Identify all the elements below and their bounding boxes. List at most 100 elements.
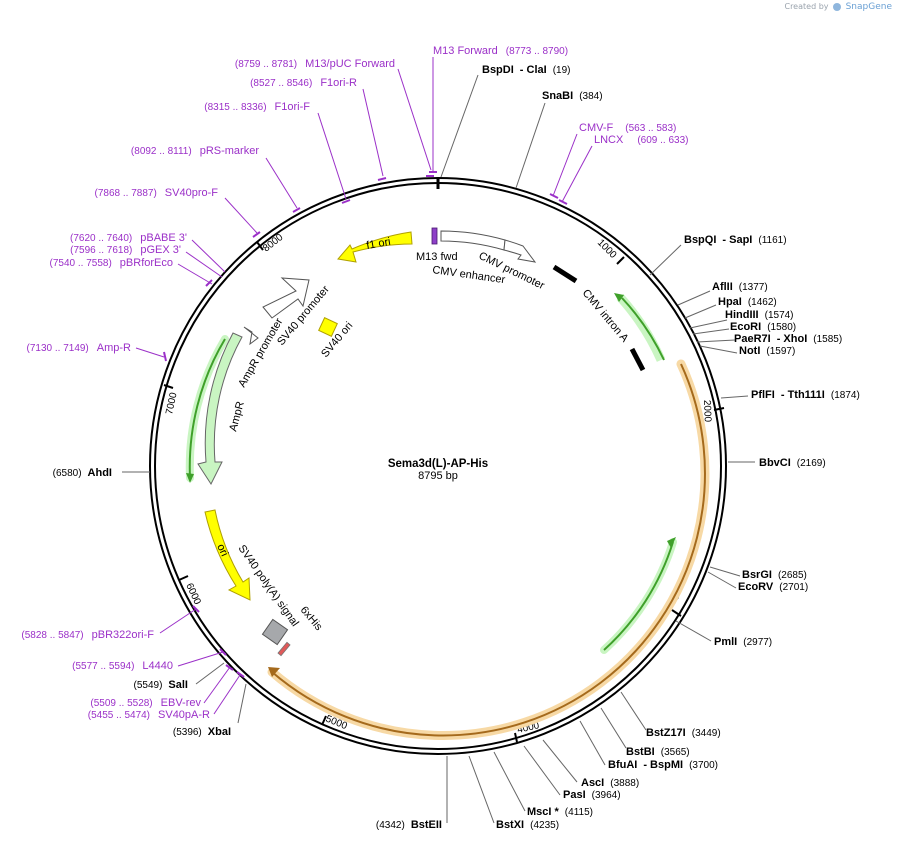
primer-pbrforeco[interactable]: (7540 .. 7558)pBRforEco xyxy=(50,257,173,269)
ruler-label-2000: 2000 xyxy=(701,400,713,423)
enzyme-bspqi[interactable]: BspQI- SapI(1161) xyxy=(684,234,787,246)
feature-label-his6: 6xHis xyxy=(298,604,325,633)
sv40-promoter-arrow xyxy=(262,277,310,319)
orf-inner-green-band xyxy=(600,538,677,654)
primer-lncx[interactable]: LNCX(609 .. 633) xyxy=(594,134,689,146)
enzyme-labels: BspDI- ClaI(19) SnaBI(384) BspQI- SapI(1… xyxy=(53,64,860,831)
leader-msci xyxy=(493,751,526,812)
primer-amp-r[interactable]: (7130 .. 7149)Amp-R xyxy=(27,342,132,354)
enzyme-bbvci[interactable]: BbvCI(2169) xyxy=(759,457,826,469)
primer-pbabe3[interactable]: (7620 .. 7640)pBABE 3' xyxy=(70,232,187,244)
orf-inner-green-head xyxy=(667,537,676,548)
primer-mark-sv40pa-r xyxy=(236,671,245,678)
leader-pmli xyxy=(675,620,712,642)
plasmid-length: 8795 bp xyxy=(418,470,458,482)
primer-mark-prs-marker xyxy=(292,207,301,213)
sv40-ori-box xyxy=(318,317,338,337)
enzyme-ecorv[interactable]: EcoRV(2701) xyxy=(738,581,808,593)
cmv-enhancer-arrow xyxy=(440,230,506,251)
primer-leader-l4440 xyxy=(177,651,224,667)
enzyme-pasi[interactable]: PasI(3964) xyxy=(563,789,621,801)
feature-label-f1-ori: f1 ori xyxy=(365,236,391,252)
enzyme-noti[interactable]: NotI(1597) xyxy=(739,345,795,357)
primer-pgex3[interactable]: (7596 .. 7618)pGEX 3' xyxy=(70,244,181,256)
primer-leader-lncx xyxy=(561,145,593,203)
primer-mark-sv40pro-f xyxy=(252,231,261,238)
enzyme-bsrgi[interactable]: BsrGI(2685) xyxy=(742,569,807,581)
primer-mark-pbr322ori-f xyxy=(192,605,200,613)
feature-label-ampr: AmpR xyxy=(227,400,247,433)
orf-left-green-head xyxy=(186,473,194,483)
orf-large-orange-head xyxy=(268,667,280,677)
ruler-tick-5000 xyxy=(321,715,327,726)
ruler-tick-2000 xyxy=(713,407,725,411)
orf-small-green-arrow xyxy=(616,293,666,362)
ori-arrow xyxy=(204,509,251,601)
leader-snabi xyxy=(515,102,546,189)
primer-m13-forward[interactable]: M13 Forward(8773 .. 8790) xyxy=(433,45,568,57)
primer-cmv-f[interactable]: CMV-F(563 .. 583) xyxy=(579,122,676,134)
leader-ecorv xyxy=(707,571,737,589)
enzyme-paer7i[interactable]: PaeR7I- XhoI(1585) xyxy=(734,333,842,345)
ruler-label-1000: 1000 xyxy=(595,237,619,261)
leader-paer7i xyxy=(696,339,736,343)
cmv-intron-end-bar xyxy=(629,347,646,372)
enzyme-asci[interactable]: AscI(3888) xyxy=(581,777,639,789)
features xyxy=(185,227,710,740)
enzyme-bsteii[interactable]: (4342)BstEII xyxy=(376,819,442,831)
leader-ecori xyxy=(692,328,730,335)
primer-prs-marker[interactable]: (8092 .. 8111)pRS-marker xyxy=(131,145,259,157)
m13-fwd-feature xyxy=(431,227,438,245)
primer-f1ori-f[interactable]: (8315 .. 8336)F1ori-F xyxy=(204,101,310,113)
primer-leader-sv40pro-f xyxy=(224,197,258,234)
ruler-label-7000: 7000 xyxy=(164,391,179,415)
primer-leader-prs-marker xyxy=(265,157,298,209)
enzyme-pflfi[interactable]: PflFI- Tth111I(1874) xyxy=(751,389,860,401)
enzyme-bspdi[interactable]: BspDI- ClaI(19) xyxy=(482,64,570,76)
leader-aflii xyxy=(677,290,711,306)
leader-pasi xyxy=(523,745,561,796)
leader-hindiii xyxy=(689,319,728,329)
enzyme-xbai[interactable]: (5396)XbaI xyxy=(173,726,231,738)
primer-leader-pgex3 xyxy=(185,251,223,278)
enzyme-snabi[interactable]: SnaBI(384) xyxy=(542,90,603,102)
snapgene-logo-icon xyxy=(833,2,842,11)
primer-ebv-rev[interactable]: (5509 .. 5528)EBV-rev xyxy=(90,697,201,709)
primer-l4440[interactable]: (5577 .. 5594)L4440 xyxy=(72,660,173,672)
enzyme-bstxi[interactable]: BstXI(4235) xyxy=(496,819,559,831)
brand-credit: Created by SnapGene xyxy=(784,2,892,12)
primer-m13-puc-forward[interactable]: (8759 .. 8781)M13/pUC Forward xyxy=(235,58,395,70)
primer-mark-amp-r xyxy=(163,351,167,362)
enzyme-bstbi[interactable]: BstBI(3565) xyxy=(626,746,690,758)
ruler-tick-6000 xyxy=(178,575,189,581)
enzyme-bfuai[interactable]: BfuAI- BspMI(3700) xyxy=(608,759,718,771)
enzyme-ecori[interactable]: EcoRI(1580) xyxy=(730,321,796,333)
primer-mark-ebv-rev xyxy=(225,664,234,671)
ampr-promoter-arrow xyxy=(243,326,259,346)
enzyme-msci[interactable]: MscI *(4115) xyxy=(527,806,593,818)
orf-left-green-line xyxy=(188,338,226,479)
enzyme-hpai[interactable]: HpaI(1462) xyxy=(718,296,777,308)
primer-mark-lncx xyxy=(558,199,568,205)
enzyme-bstz17i[interactable]: BstZ17I(3449) xyxy=(646,727,721,739)
enzyme-ahdi[interactable]: (6580)AhdI xyxy=(53,467,112,479)
primer-labels: M13 Forward(8773 .. 8790) (8759 .. 8781)… xyxy=(21,45,688,721)
feature-label-ori: ori xyxy=(214,542,230,558)
enzyme-pmli[interactable]: PmlI(2977) xyxy=(714,636,772,648)
brand-name: SnapGene xyxy=(845,2,892,12)
ruler-tick-4000 xyxy=(514,732,518,743)
leader-sali xyxy=(195,662,225,685)
leader-bstz17i xyxy=(620,691,647,731)
enzyme-sali[interactable]: (5549)SalI xyxy=(134,679,188,691)
enzyme-hindiii[interactable]: HindIII(1574) xyxy=(725,309,794,321)
primer-f1ori-r[interactable]: (8527 .. 8546)F1ori-R xyxy=(250,77,357,89)
leader-hpai xyxy=(684,304,717,319)
ruler-tick-8000 xyxy=(256,241,264,251)
plasmid-name: Sema3d(L)-AP-His xyxy=(388,458,488,470)
primer-pbr322ori-f[interactable]: (5828 .. 5847)pBR322ori-F xyxy=(21,629,154,641)
primer-sv40pro-f[interactable]: (7868 .. 7887)SV40pro-F xyxy=(95,187,219,199)
enzyme-aflii[interactable]: AflII(1377) xyxy=(712,281,768,293)
primer-leader-pbr322ori-f xyxy=(159,608,197,634)
primer-sv40pa-r[interactable]: (5455 .. 5474)SV40pA-R xyxy=(88,709,210,721)
